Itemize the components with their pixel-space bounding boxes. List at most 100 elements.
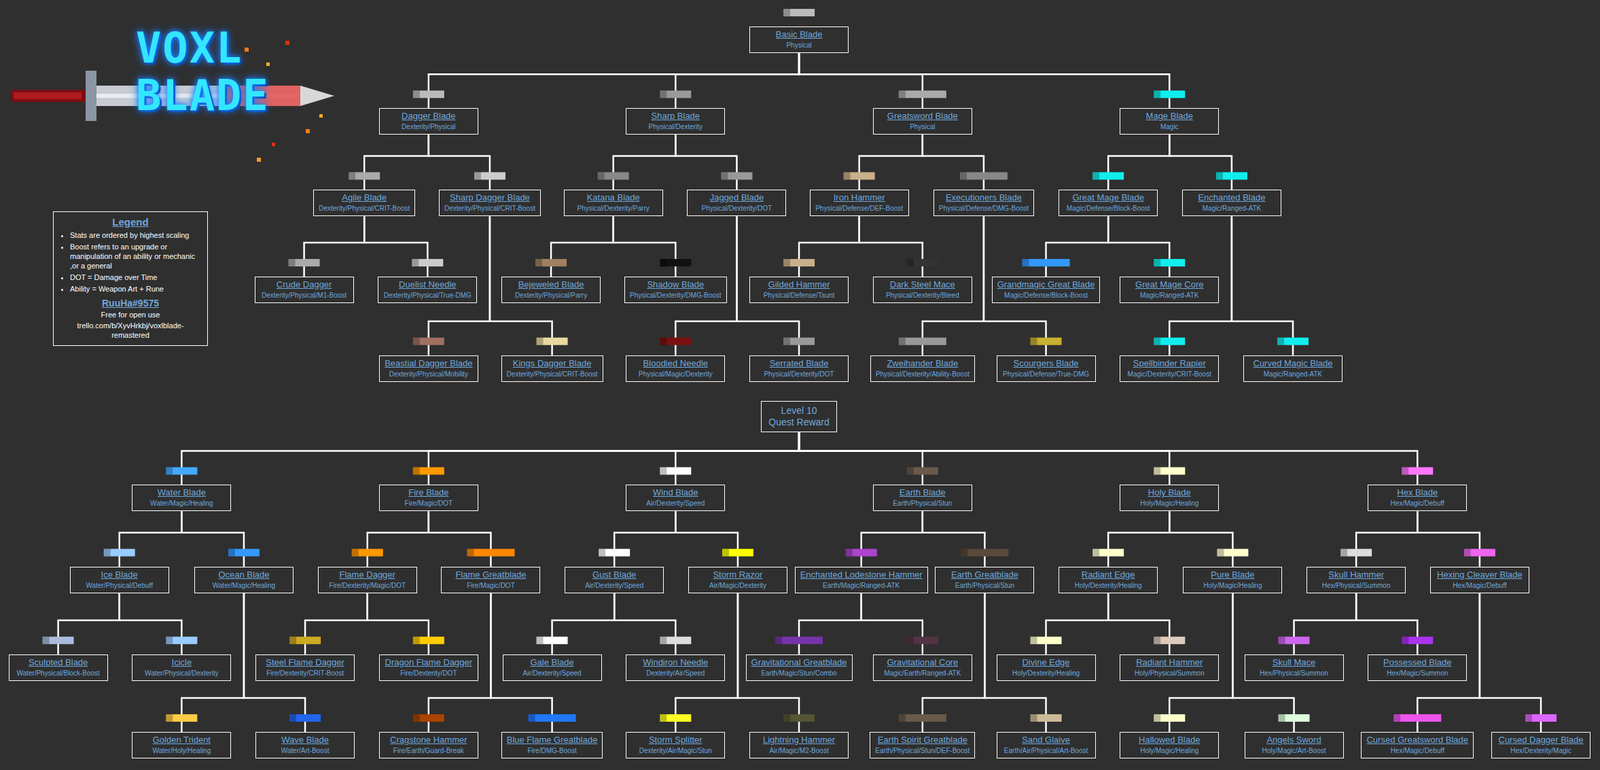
weapon-box: Beastial Dagger BladeDexterity/Physical/… [379,355,479,382]
weapon-stats: Air/Magic/M2-Boost [754,746,844,755]
tree-connector [675,52,799,109]
weapon-stats: Physical [754,41,844,50]
weapon-name: Angels Sword [1250,734,1339,745]
weapon-icon [528,714,577,722]
weapon-box: Divine EdgeHoly/Dexterity/Healing [996,654,1096,681]
weapon-name: Gust Blade [570,569,659,580]
weapon-icon [165,636,198,645]
weapon-box: Skull HammerHex/Physical/Summon [1306,566,1406,594]
weapon-name: Cursed Dagger Blade [1496,734,1586,745]
weapon-name: Dragon Flame Dagger [384,656,473,668]
weapon-name: Sharp Dagger Blade [444,192,536,203]
tree-connector [1108,216,1170,277]
weapon-icon [165,714,198,722]
tree-connector [798,593,862,655]
weapon-stats: Earth/Magic/Ranged-ATK [800,581,923,590]
weapon-icon [960,171,1008,180]
weapon-icon [1525,714,1557,722]
weapon-icon [907,258,939,267]
weapon-icon [42,636,75,645]
weapon-name: Iron Hammer [815,192,904,203]
weapon-stats: Physical/Defense/True-DMG [1002,370,1091,379]
weapon-box: Sharp Dagger BladeDexterity/Physical/CRI… [438,189,541,217]
weapon-icon [1092,548,1124,557]
weapon-stats: Earth/Physical/Stun [940,581,1029,590]
weapon-stats: Fire/DMG-Boost [506,746,598,755]
weapon-name: Golden Trident [137,734,226,745]
weapon-name: Hallowed Blade [1125,734,1214,745]
legend-panel: LegendStats are ordered by highest scali… [52,211,208,346]
weapon-name: Hexing Cleaver Blade [1435,569,1524,580]
weapon-box: Gilded HammerPhysical/Defense/Taunt [749,276,849,304]
tree-connector [58,593,120,655]
weapon-box: Storm RazorAir/Magic/Dexterity [688,566,788,594]
weapon-box: Wind BladeAir/Dexterity/Speed [625,484,725,511]
tree-connector [798,52,1170,109]
weapon-box: Hallowed BladeHoly/Magic/Healing [1119,731,1219,759]
tree-connector [364,134,429,190]
tree-connector [1479,593,1541,732]
weapon-stats: Physical/Dexterity/Ability-Boost [875,370,970,379]
weapon-stats: Magic/Ranged-ATK [1125,291,1214,300]
tree-connector [614,593,676,655]
tree-connector [859,216,923,277]
weapon-icon [288,258,320,267]
weapon-name: Lightning Hammer [754,734,844,745]
weapon-name: Shadow Blade [629,279,721,290]
weapon-box: Grandmagic Great BladeMagic/Defense/Bloc… [991,276,1101,304]
weapon-box: Dagger BladeDexterity/Physical [379,108,479,135]
weapon-name: Mage Blade [1125,110,1214,121]
weapon-stats: Earth/Physical/Stun/DEF-Boost [875,746,970,755]
weapon-box: Shadow BladePhysical/Dexterity/DMG-Boost [624,276,727,304]
weapon-name: Wave Blade [260,734,350,745]
tree-connector [675,432,799,486]
tree-connector [798,216,860,277]
weapon-icon [413,337,445,346]
weapon-stats: Physical/Defense/Taunt [754,291,844,300]
weapon-name: Grandmagic Great Blade [997,279,1096,290]
weapon-box: Hexing Cleaver BladeHex/Magic/Debuff [1430,566,1530,594]
tree-connector [613,216,677,277]
weapon-icon [1401,636,1433,645]
weapon-box: Windiron NeedleDexterity/Air/Speed [625,654,725,681]
weapon-icon [960,548,1009,557]
weapon-icon [1022,258,1071,267]
weapon-icon [659,714,691,722]
tree-connector [1046,216,1109,277]
weapon-box: Flame GreatbladeFire/Magic/DOT [440,566,541,594]
weapon-name: Holy Blade [1125,487,1214,498]
weapon-name: Cragstone Hammer [384,734,473,745]
weapon-name: Crude Dagger [260,279,349,290]
weapon-name: Blue Flame Greatblade [506,734,598,745]
weapon-name: Cursed Greatsword Blade [1366,734,1469,745]
weapon-box: Enchanted BladeMagic/Ranged-ATK [1182,189,1282,217]
tree-connector [1108,593,1170,655]
weapon-stats: Physical/Dexterity/DOT [692,204,781,213]
weapon-box: Holy BladeHoly/Magic/Healing [1119,484,1219,511]
weapon-stats: Fire/Dexterity/DOT [384,669,473,678]
weapon-name: Flame Dagger [323,569,412,580]
weapon-stats: Dexterity/Physical/Parry [506,291,596,300]
weapon-icon [783,8,815,17]
tree-connector [1108,510,1170,566]
weapon-stats: Magic/Ranged-ATK [1248,370,1338,379]
tree-connector [428,134,490,190]
weapon-stats: Physical/Dexterity/Bleed [878,291,967,300]
weapon-name: Gravitational Core [878,656,967,668]
weapon-icon [898,90,947,98]
tree-connector [1417,510,1480,566]
weapon-name: Serrated Blade [754,358,844,369]
tree-connector [367,510,429,566]
weapon-stats: Dexterity/Physical/CRIT-Boost [318,204,410,213]
weapon-stats: Magic/Defense/Block-Boost [997,291,1096,300]
weapon-stats: Fire/Dexterity/Magic/DOT [323,581,412,590]
weapon-name: Duelist Needle [383,279,472,290]
weapon-icon [466,548,515,557]
weapon-icon [413,90,445,98]
weapon-name: Fire Blade [384,487,473,498]
weapon-name: Gilded Hammer [754,279,844,290]
weapon-icon [783,714,815,722]
weapon-icon [1030,337,1062,346]
weapon-name: Kings Dagger Blade [506,358,598,369]
weapon-name: Hex Blade [1373,487,1462,498]
